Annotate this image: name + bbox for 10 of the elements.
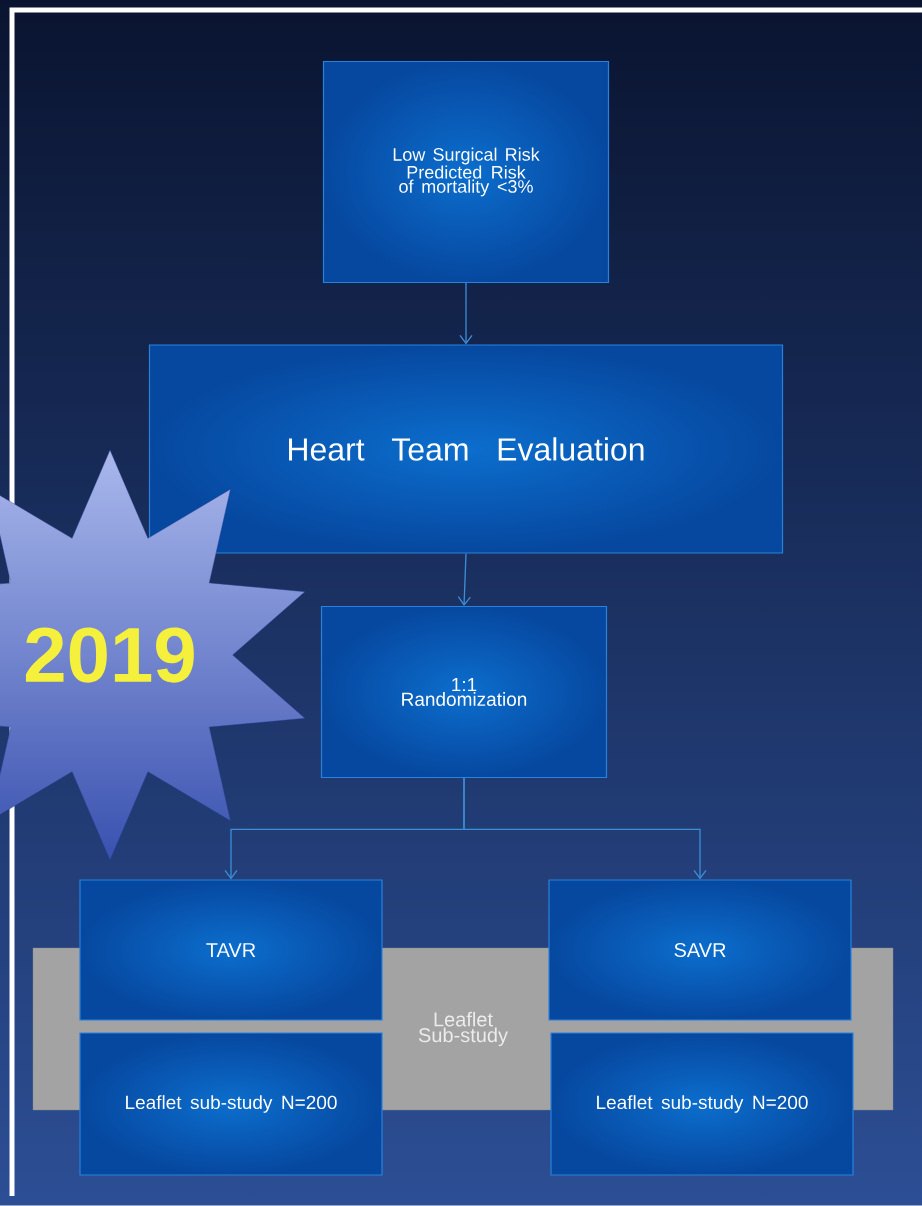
- process-box: 1:1 Randomization: [320, 605, 608, 779]
- process-box: Leaflet sub-study N=200: [79, 1032, 383, 1176]
- process-box: Low Surgical Risk Predicted Risk of mortality <3%: [322, 60, 610, 284]
- process-box: SAVR: [548, 879, 852, 1021]
- arrow: [457, 552, 471, 606]
- process-box: TAVR: [79, 879, 383, 1021]
- arrow: [459, 282, 473, 345]
- arrow: [463, 777, 707, 880]
- process-box: Leaflet sub-study N=200: [550, 1032, 854, 1176]
- process-box: Heart Team Evaluation: [148, 344, 784, 554]
